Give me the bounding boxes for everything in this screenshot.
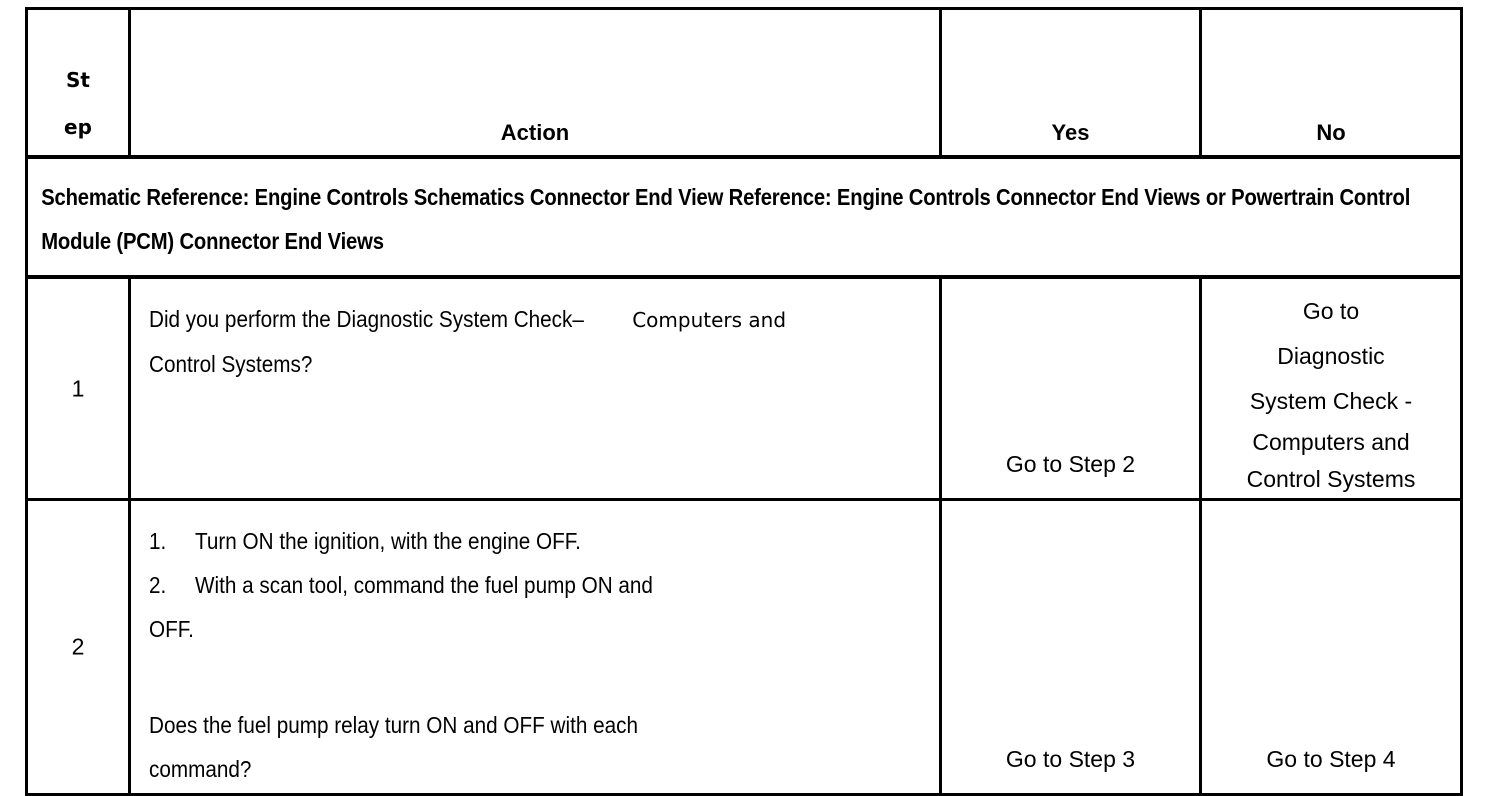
yes-cell-2: Go to Step 3 (939, 498, 1202, 796)
table-header-row: St ep Action Yes No (25, 7, 1463, 159)
header-step-line2: ep (64, 115, 92, 139)
no-answer-1-line4: Computers and (1252, 429, 1410, 455)
action-cell-2: 1. Turn ON the ignition, with the engine … (128, 498, 942, 796)
list-item-number-1: 1. (149, 528, 167, 554)
yes-cell-1: Go to Step 2 (939, 275, 1202, 501)
no-cell-1: Go to Diagnostic System Check - Computer… (1199, 275, 1463, 501)
header-cell-no: No (1199, 7, 1463, 159)
action-spacer (149, 651, 927, 703)
no-cell-2: Go to Step 4 (1199, 498, 1463, 796)
no-answer-1-line3: System Check - (1249, 388, 1413, 414)
header-step-line1: St (66, 68, 90, 92)
yes-answer-2: Go to Step 3 (1005, 746, 1136, 772)
no-answer-1-line1: Go to (1302, 298, 1360, 324)
action-cell-1: Did you perform the Diagnostic System Ch… (128, 275, 942, 501)
table-row: 1 Did you perform the Diagnostic System … (25, 275, 1463, 501)
no-answer-2: Go to Step 4 (1266, 746, 1396, 772)
list-item-number-2: 2. (149, 572, 167, 598)
header-cell-action: Action (128, 7, 942, 159)
action-text-1-wide: Computers and (632, 308, 787, 332)
header-cell-step: St ep (25, 7, 131, 159)
header-cell-yes: Yes (939, 7, 1202, 159)
action-question-2-line2: command? (149, 756, 252, 782)
action-text-1-line2: Control Systems? (149, 351, 313, 377)
header-no-label: No (1316, 120, 1346, 145)
schematic-reference-text: Schematic Reference: Engine Controls Sch… (41, 184, 1411, 254)
step-number-2: 2 (71, 633, 85, 660)
action-text-2-continuation: OFF. (149, 616, 194, 642)
action-question-2-line1: Does the fuel pump relay turn ON and OFF… (149, 712, 638, 738)
schematic-reference-row: Schematic Reference: Engine Controls Sch… (25, 155, 1463, 279)
step-number-cell-1: 1 (25, 275, 131, 501)
yes-answer-1: Go to Step 2 (1005, 451, 1136, 477)
action-text-1-line1: Did you perform the Diagnostic System Ch… (149, 297, 927, 342)
list-item: 2. With a scan tool, command the fuel pum… (149, 563, 927, 607)
no-answer-1-line2: Diagnostic (1277, 343, 1385, 369)
step-number-1: 1 (71, 375, 85, 401)
no-answer-1-line5: Control Systems (1246, 466, 1416, 492)
list-item: 1. Turn ON the ignition, with the engine … (149, 519, 927, 563)
action-step-list-2: 1. Turn ON the ignition, with the engine … (149, 519, 927, 607)
action-text-1-narrow: Did you perform the Diagnostic System Ch… (149, 306, 584, 332)
list-item-text-2: With a scan tool, command the fuel pump … (195, 572, 653, 598)
step-number-cell-2: 2 (25, 498, 131, 796)
list-item-text-1: Turn ON the ignition, with the engine OF… (195, 528, 581, 554)
header-action-label: Action (500, 120, 570, 145)
schematic-reference-cell: Schematic Reference: Engine Controls Sch… (25, 155, 1463, 279)
table-row: 2 1. Turn ON the ignition, with the engin… (25, 498, 1463, 796)
diagnostic-table: St ep Action Yes No Schematic Reference:… (25, 7, 1463, 796)
header-yes-label: Yes (1051, 120, 1090, 145)
